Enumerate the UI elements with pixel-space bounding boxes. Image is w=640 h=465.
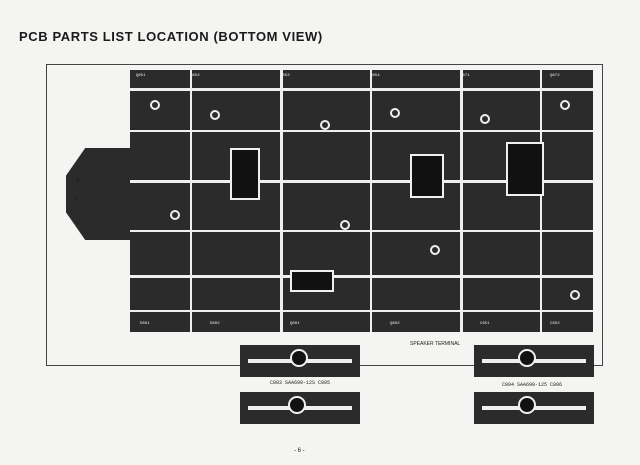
- part-label: Q654: [370, 74, 380, 78]
- part-label: D601: [140, 322, 150, 326]
- sub-board: [240, 345, 360, 377]
- solder-pad: [340, 220, 350, 230]
- transistor-block: [230, 148, 260, 200]
- solder-pad: [390, 108, 400, 118]
- solder-pad: [560, 100, 570, 110]
- part-label: Q653: [280, 74, 290, 78]
- part-label: Q601: [290, 322, 300, 326]
- part-label: C652: [550, 322, 560, 326]
- sub-board: [474, 345, 594, 377]
- pcb-trace: [130, 88, 593, 91]
- transistor-block: [506, 142, 544, 196]
- solder-pad: [570, 290, 580, 300]
- part-label: C651: [480, 322, 490, 326]
- pcb-trace: [130, 230, 593, 232]
- part-label: Q671: [460, 74, 470, 78]
- pcb-trace: [370, 70, 372, 332]
- pcb-bottom-view: Q651 Q652 Q653 Q654 Q671 Q672 D601 D602 …: [130, 70, 593, 332]
- page-number: - 6 -: [294, 448, 305, 454]
- pcb-trace: [130, 310, 593, 312]
- pcb-trace: [280, 70, 283, 332]
- part-label: D602: [210, 322, 220, 326]
- part-label: Q672: [550, 74, 560, 78]
- solder-pad: [430, 245, 440, 255]
- transistor-block: [290, 270, 334, 292]
- part-label: Q651: [136, 74, 146, 78]
- pcb-trace: [130, 130, 593, 132]
- part-label: Q652: [190, 74, 200, 78]
- power-connector-area: [66, 148, 130, 240]
- sub-board: [474, 392, 594, 424]
- page-title: PCB PARTS LIST LOCATION (BOTTOM VIEW): [19, 29, 323, 44]
- sub-board: [240, 392, 360, 424]
- part-label: Q602: [390, 322, 400, 326]
- speaker-terminal-label: SPEAKER TERMINAL: [410, 341, 461, 347]
- pcb-trace: [540, 70, 542, 332]
- side-label: L: [76, 196, 79, 202]
- solder-pad: [170, 210, 180, 220]
- solder-pad: [480, 114, 490, 124]
- pcb-trace: [130, 275, 593, 278]
- pcb-trace: [460, 70, 463, 332]
- side-label: R: [76, 220, 80, 226]
- side-label: R: [76, 178, 80, 184]
- solder-pad: [320, 120, 330, 130]
- sub-board-label: C804 SAA690-125 C806: [502, 382, 563, 388]
- solder-pad: [210, 110, 220, 120]
- sub-board-label: C803 SAA690-12S C805: [270, 380, 331, 386]
- solder-pad: [150, 100, 160, 110]
- transistor-block: [410, 154, 444, 198]
- pcb-trace: [130, 180, 593, 183]
- pcb-trace: [190, 70, 192, 332]
